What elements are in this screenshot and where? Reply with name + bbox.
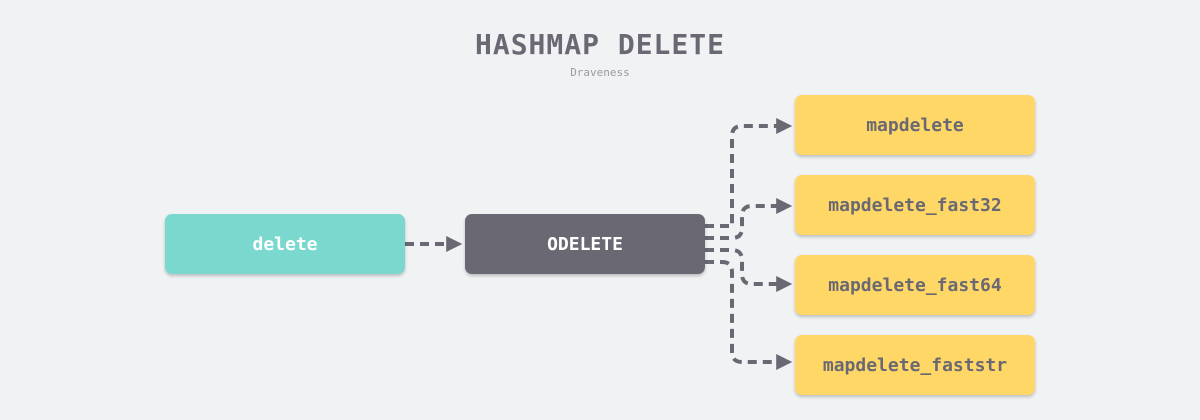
edge-odelete-to-mapdelete-fast64 [705, 248, 793, 292]
node-mapdelete-fast32: mapdelete_fast32 [795, 175, 1035, 235]
node-odelete: ODELETE [465, 214, 705, 274]
edge-odelete-to-mapdelete-faststr [705, 260, 793, 370]
node-mapdelete-fast64: mapdelete_fast64 [795, 255, 1035, 315]
node-mapdelete: mapdelete [795, 95, 1035, 155]
edge-odelete-to-mapdelete [705, 118, 793, 228]
diagram-author: Draveness [570, 66, 630, 79]
diagram-title: HASHMAP DELETE [474, 28, 725, 61]
edge-odelete-to-mapdelete-fast32 [705, 198, 793, 240]
node-delete: delete [165, 214, 405, 274]
node-mapdelete-faststr: mapdelete_faststr [795, 335, 1035, 395]
